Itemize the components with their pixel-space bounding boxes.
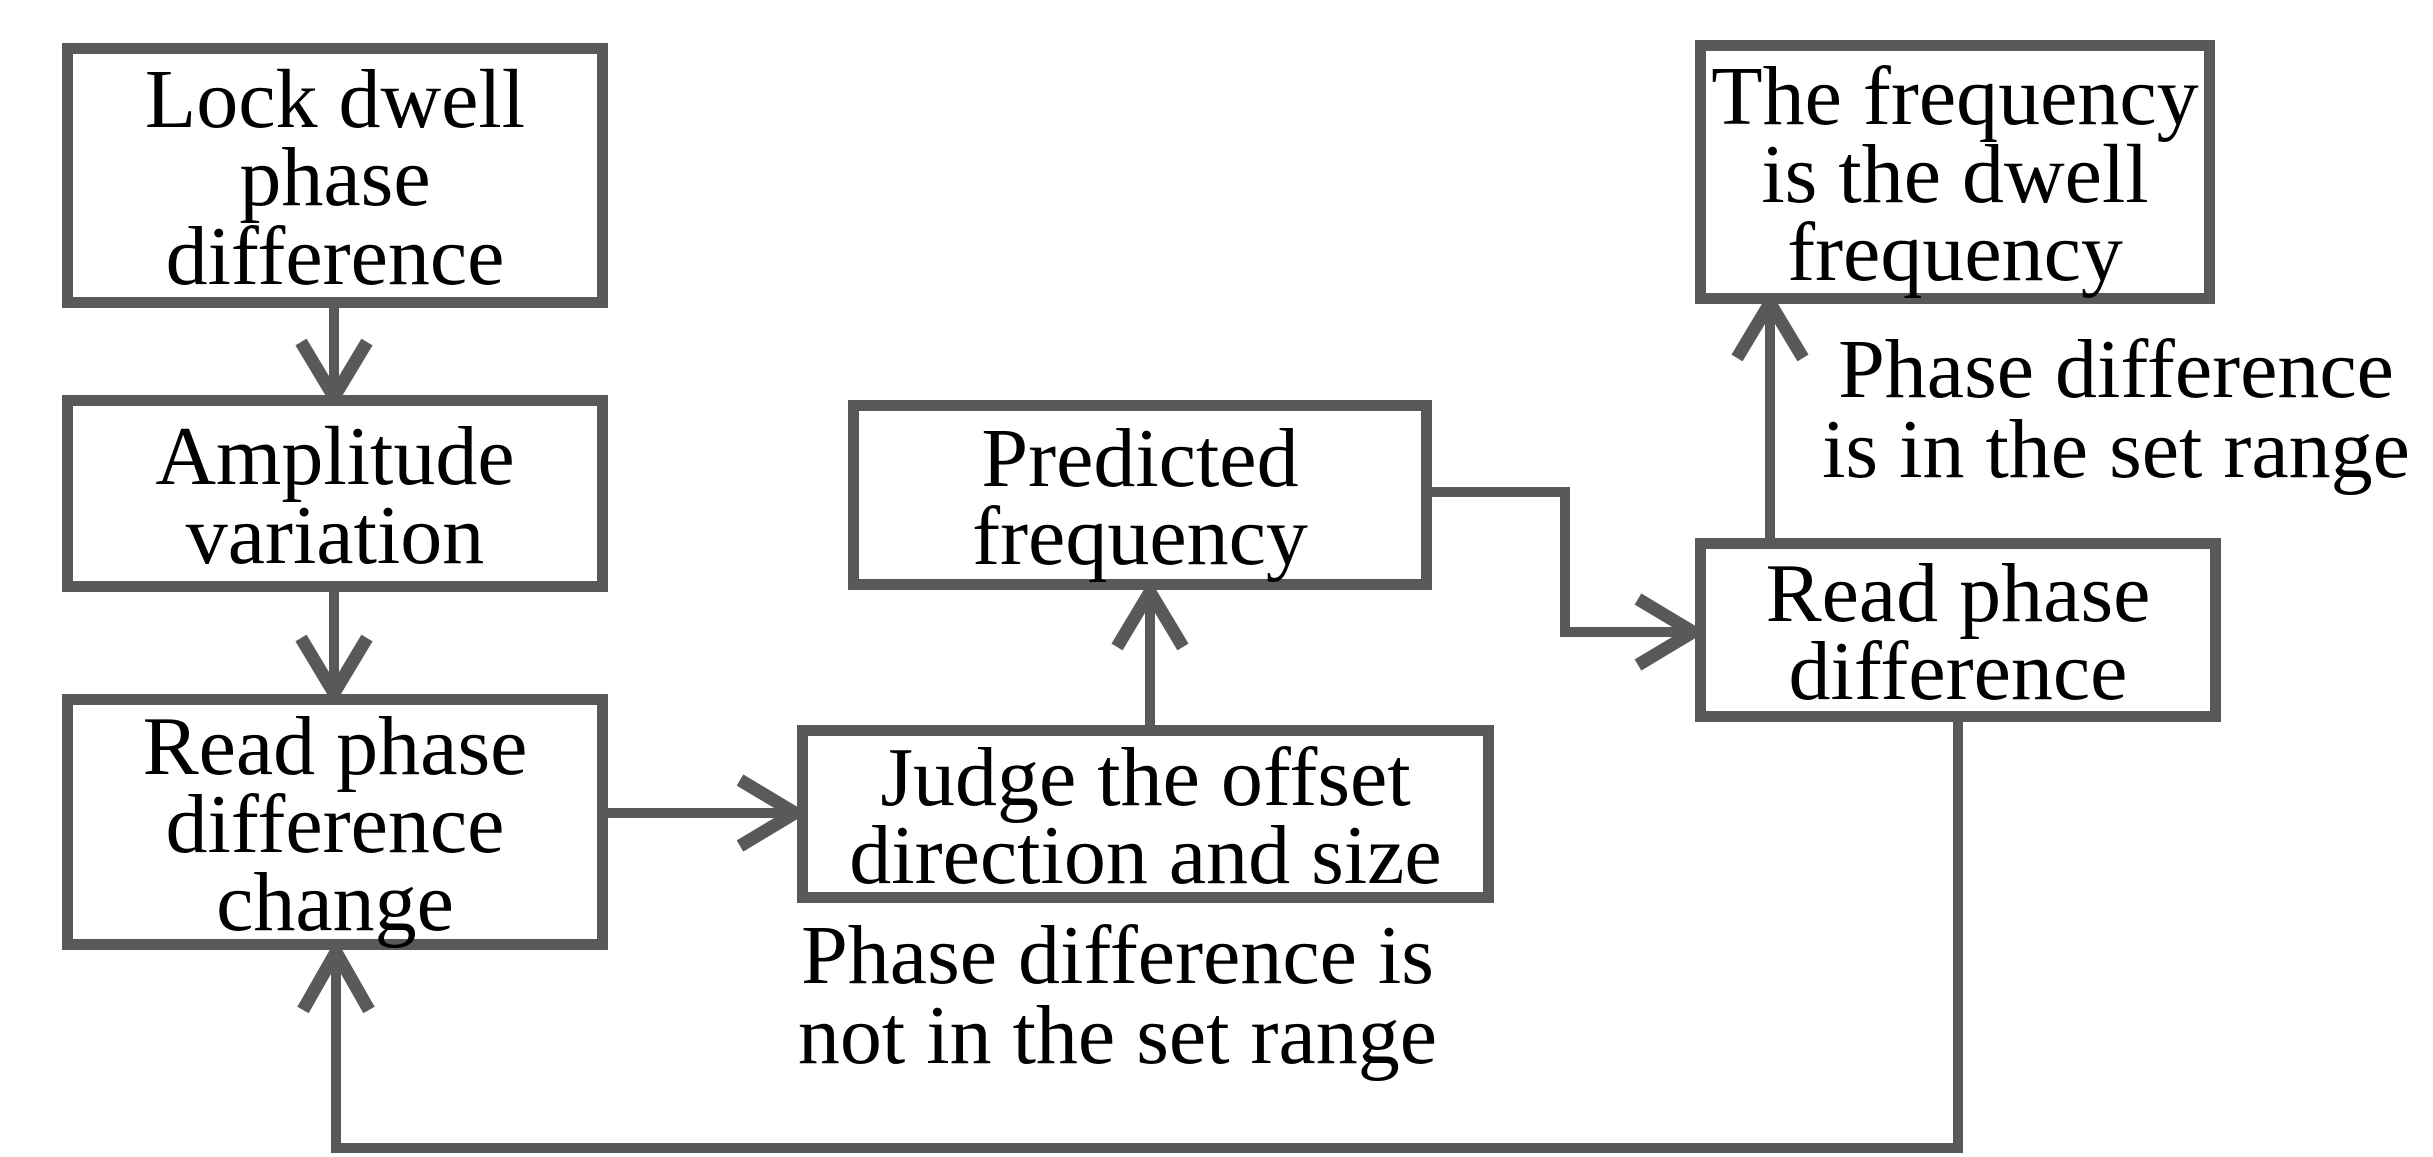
arrow-read-phase-to-dwell-frequency	[1731, 290, 1809, 540]
box-dwell-frequency-label: The frequency is the dwell frequency	[1711, 49, 2199, 300]
arrow-lock-to-amplitude	[295, 303, 373, 410]
arrow-predicted-to-read-phase	[1430, 487, 1706, 671]
box-amplitude-variation-label: Amplitude variation	[155, 410, 515, 582]
box-judge-offset-label: Judge the offset direction and size	[849, 730, 1442, 902]
arrow-amplitude-to-read-change	[295, 587, 373, 706]
box-lock-dwell-label: Lock dwell phase difference	[144, 53, 526, 303]
label-in-range: Phase difference is in the set range	[1822, 323, 2410, 496]
box-read-phase: Read phase difference	[1695, 538, 2221, 722]
box-lock-dwell: Lock dwell phase difference	[62, 43, 608, 308]
arrow-read-change-to-judge	[602, 774, 808, 852]
box-read-phase-change: Read phase difference change	[62, 694, 608, 950]
box-read-phase-change-label: Read phase difference change	[142, 699, 528, 950]
box-amplitude-variation: Amplitude variation	[62, 395, 608, 592]
box-predicted-frequency: Predicted frequency	[848, 400, 1432, 590]
box-judge-offset: Judge the offset direction and size	[797, 725, 1494, 903]
box-dwell-frequency: The frequency is the dwell frequency	[1695, 40, 2215, 304]
label-not-in-range: Phase difference is not in the set range	[797, 909, 1438, 1082]
box-predicted-frequency-label: Predicted frequency	[972, 411, 1308, 583]
arrow-judge-to-predicted	[1111, 579, 1189, 727]
arrow-read-phase-loop-to-read-change	[297, 720, 1963, 1153]
box-read-phase-label: Read phase difference	[1765, 546, 2151, 718]
